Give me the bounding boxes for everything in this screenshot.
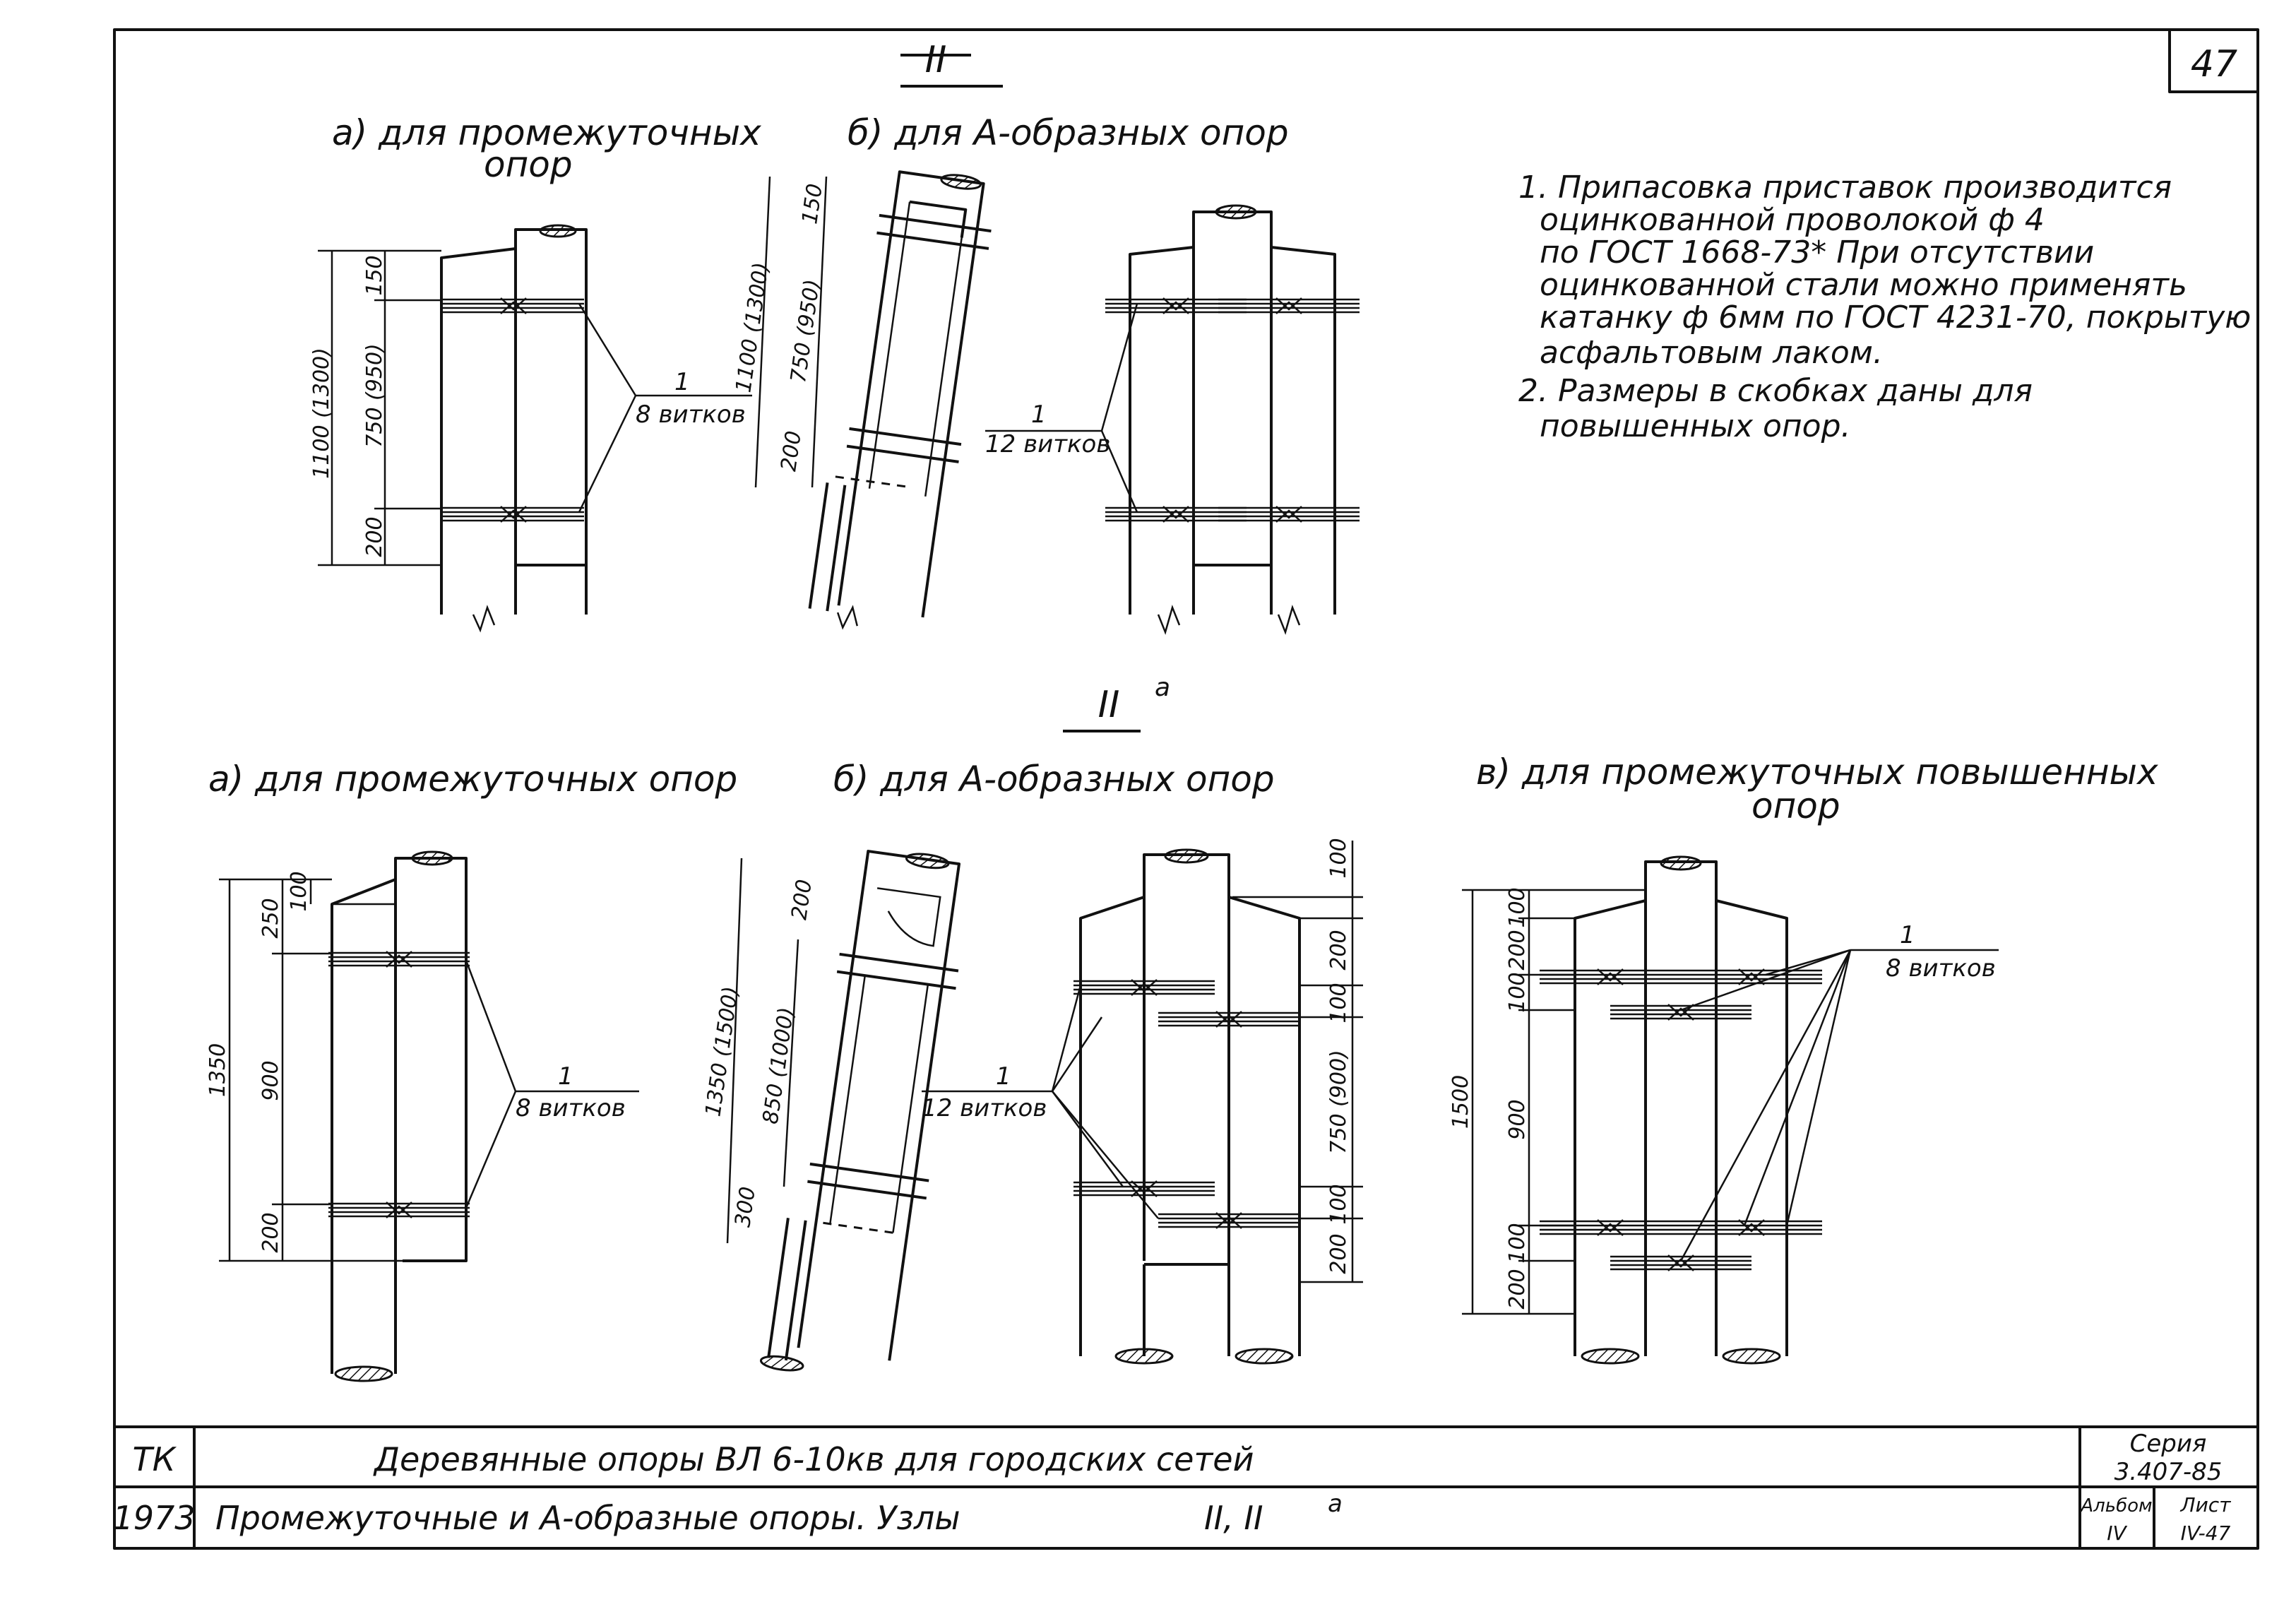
year: 1973 — [112, 1499, 195, 1537]
node-ii-b-callout: 1 12 витков — [985, 303, 1138, 513]
svg-text:1: 1 — [996, 1062, 1011, 1091]
svg-text:100: 100 — [287, 871, 311, 911]
node-ii-b-dimensions: 1100 (1300) 750 (950) 150 200 — [731, 176, 828, 488]
svg-text:8 витков: 8 витков — [1886, 954, 1996, 983]
node-iia-b-callout: 1 12 витков — [922, 985, 1159, 1219]
node-ii-b-aframe-view — [1104, 204, 1361, 635]
svg-text:1350 (1500): 1350 (1500) — [701, 985, 743, 1118]
sheet-value: IV-47 — [2181, 1521, 2231, 1545]
svg-text:200: 200 — [1505, 930, 1530, 970]
node-iia-c-pole-joint — [1538, 855, 1824, 1365]
node-ii-caption-a-1: а) для промежуточных — [332, 112, 761, 153]
title-sub: Промежуточные и А-образные опоры. Узлы — [215, 1499, 960, 1537]
svg-text:200: 200 — [1326, 930, 1351, 970]
sheet-label: Лист — [2180, 1493, 2232, 1517]
svg-text:1: 1 — [1900, 921, 1915, 949]
node-ii-caption-b: б) для А-образных опор — [847, 112, 1289, 153]
svg-text:100: 100 — [1326, 838, 1351, 878]
svg-text:900: 900 — [258, 1060, 283, 1100]
note-line-3: по ГОСТ 1668-73* При отсутствии — [1540, 235, 2094, 271]
svg-text:200: 200 — [1326, 1233, 1351, 1274]
node-ii-a-callout: 1 8 витков — [578, 303, 752, 513]
svg-text:8 витков: 8 витков — [516, 1094, 626, 1122]
svg-text:12 витков: 12 витков — [922, 1094, 1047, 1122]
svg-text:200: 200 — [787, 878, 817, 922]
title-block: ТК 1973 Деревянные опоры ВЛ 6-10кв для г… — [112, 1425, 2258, 1548]
note-line-1: 1. Припасовка приставок производится — [1518, 170, 2172, 206]
notes: 1. Припасовка приставок производится оци… — [1518, 170, 2251, 444]
node-iia-a-callout: 1 8 витков — [465, 960, 639, 1209]
svg-text:250: 250 — [258, 898, 283, 938]
node-ii-label: II — [900, 39, 1003, 88]
svg-text:750 (900): 750 (900) — [1326, 1050, 1351, 1153]
svg-text:1: 1 — [558, 1062, 573, 1091]
svg-text:1: 1 — [1031, 400, 1047, 429]
svg-text:200: 200 — [1505, 1269, 1530, 1309]
svg-text:150: 150 — [797, 182, 828, 226]
svg-text:200: 200 — [362, 516, 387, 557]
svg-text:1350: 1350 — [206, 1043, 230, 1097]
node-ii-caption-a-2: опор — [484, 144, 573, 185]
svg-text:100: 100 — [1326, 983, 1351, 1023]
node-ii-a-pole-joint — [440, 224, 588, 633]
node-iia-c-callout: 1 8 витков — [1679, 921, 1999, 1262]
svg-text:850 (1000): 850 (1000) — [759, 1006, 799, 1126]
svg-text:8 витков: 8 витков — [636, 400, 746, 429]
svg-text:100: 100 — [1505, 972, 1530, 1012]
node-iia-a-dimensions: 1350 900 250 100 200 — [206, 871, 403, 1262]
svg-text:1100 (1300): 1100 (1300) — [309, 348, 334, 479]
svg-text:а: а — [1155, 673, 1170, 702]
svg-text:200: 200 — [776, 429, 807, 473]
sheet-frame — [113, 28, 2259, 1550]
sheet-number: 47 — [2191, 43, 2237, 85]
node-iia-b-dimensions: 1350 (1500) 850 (1000) 200 300 — [701, 858, 817, 1244]
svg-text:12 витков: 12 витков — [985, 430, 1110, 458]
node-iia-caption-a: а) для промежуточных опор — [208, 759, 737, 800]
album-value: IV — [2107, 1521, 2127, 1545]
svg-text:1100 (1300): 1100 (1300) — [731, 261, 773, 394]
svg-text:100: 100 — [1505, 887, 1530, 927]
note-line-5: катанку ф 6мм по ГОСТ 4231-70, покрытую — [1540, 299, 2251, 336]
svg-text:750 (950): 750 (950) — [362, 343, 387, 447]
node-iia-label: II а — [1063, 673, 1170, 732]
node-iia-caption-c-1: в) для промежуточных повышенных — [1476, 752, 2158, 793]
svg-text:300: 300 — [730, 1185, 761, 1229]
svg-text:1500: 1500 — [1449, 1075, 1473, 1129]
svg-text:II: II — [925, 39, 947, 81]
org-code: ТК — [133, 1440, 177, 1478]
title-nodes-sup: а — [1328, 1490, 1343, 1518]
svg-text:900: 900 — [1505, 1099, 1530, 1139]
note-line-4: оцинкованной стали можно применять — [1540, 267, 2187, 303]
title-nodes: II, II — [1204, 1499, 1263, 1537]
svg-text:1: 1 — [674, 368, 690, 396]
node-ii-b-tilted-pole — [808, 170, 992, 630]
node-iia-b-aframe-view — [1072, 848, 1301, 1365]
node-iia-caption-c-2: опор — [1751, 785, 1840, 826]
svg-text:200: 200 — [258, 1212, 283, 1252]
svg-text:II: II — [1098, 684, 1120, 726]
note-line-7: 2. Размеры в скобках даны для — [1518, 373, 2033, 409]
svg-text:150: 150 — [362, 255, 387, 295]
note-line-8: повышенных опор. — [1540, 408, 1851, 444]
svg-text:100: 100 — [1326, 1184, 1351, 1224]
sheet-number-box: 47 — [2168, 30, 2258, 93]
svg-text:100: 100 — [1505, 1223, 1530, 1263]
node-iia-b-right-dimensions: 100 200 100 750 (900) 100 200 — [1232, 838, 1363, 1283]
series-label: Серия — [2130, 1430, 2207, 1458]
series-value: 3.407-85 — [2114, 1458, 2223, 1486]
node-iia-caption-b: б) для А-образных опор — [833, 759, 1275, 800]
node-iia-a-pole-joint — [327, 850, 471, 1382]
album-label: Альбом — [2079, 1495, 2152, 1517]
note-line-2: оцинкованной проволокой ф 4 — [1540, 202, 2045, 238]
title-main: Деревянные опоры ВЛ 6-10кв для городских… — [373, 1440, 1254, 1478]
note-line-6: асфальтовым лаком. — [1540, 335, 1883, 371]
node-ii-a-dimensions: 1100 (1300) 750 (950) 150 200 — [309, 249, 441, 566]
node-iia-c-dimensions: 1500 900 100 200 100 100 200 — [1449, 887, 1646, 1315]
node-iia-b-tilted-pole — [759, 850, 961, 1372]
